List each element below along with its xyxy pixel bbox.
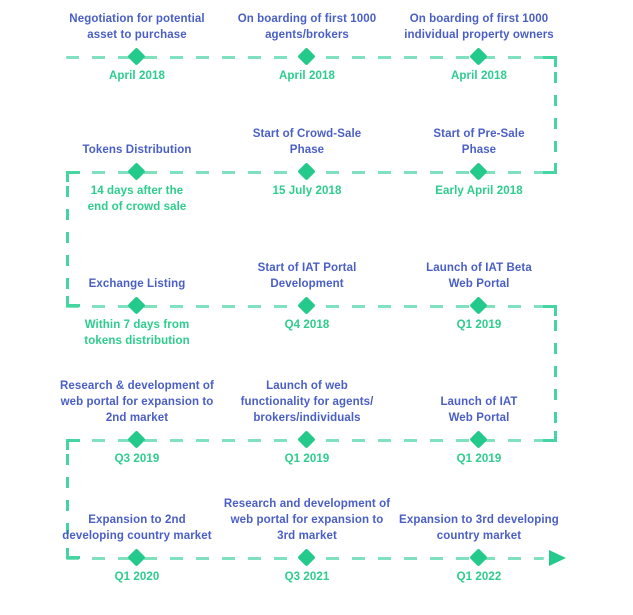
milestone-portal-development: Start of IAT Portal Development Q4 2018 xyxy=(215,249,399,363)
timeline-connector-left-1 xyxy=(66,186,69,291)
milestone-date: April 2018 xyxy=(279,70,335,82)
milestone-diamond-icon xyxy=(127,430,146,449)
milestone-diamond-icon xyxy=(127,162,146,181)
milestone-date: 14 days after the end of crowd sale xyxy=(87,185,187,213)
milestone-onboard-owners: On boarding of first 1000 individual pro… xyxy=(387,0,571,114)
milestone-title: Exchange Listing xyxy=(88,278,186,290)
milestone-title: Research and development of web portal f… xyxy=(223,498,391,542)
milestone-expansion-3rd-country: Expansion to 3rd developing country mark… xyxy=(387,501,571,615)
milestone-rnd-2nd-market: Research & development of web portal for… xyxy=(45,380,229,497)
timeline-corner-left-row4 xyxy=(66,439,80,450)
milestone-date: Q3 2021 xyxy=(284,571,330,583)
milestone-rnd-3rd-market: Research and development of web portal f… xyxy=(215,498,399,615)
milestone-date: 15 July 2018 xyxy=(272,185,342,197)
milestone-date: April 2018 xyxy=(451,70,507,82)
timeline-connector-right-1 xyxy=(554,72,557,158)
milestone-title: Start of IAT Portal Development xyxy=(257,262,357,290)
milestone-title: On boarding of first 1000 individual pro… xyxy=(404,13,554,41)
milestone-title: On boarding of first 1000 agents/brokers xyxy=(237,13,377,41)
milestone-title: Launch of IAT Web Portal xyxy=(440,396,518,424)
milestone-iat-web-portal: Launch of IAT Web Portal Q1 2019 xyxy=(387,383,571,497)
timeline-corner-left-row5 xyxy=(66,548,80,559)
milestone-crowd-sale: Start of Crowd-Sale Phase 15 July 2018 xyxy=(215,115,399,229)
milestone-negotiation-asset: Negotiation for potential asset to purch… xyxy=(45,0,229,114)
milestone-diamond-icon xyxy=(127,47,146,66)
milestone-date: Q3 2019 xyxy=(114,453,160,465)
milestone-date: Q4 2018 xyxy=(284,319,330,331)
milestone-title: Negotiation for potential asset to purch… xyxy=(69,13,205,41)
milestone-diamond-icon xyxy=(297,430,316,449)
milestone-title: Tokens Distribution xyxy=(82,144,192,156)
milestone-onboard-agents: On boarding of first 1000 agents/brokers… xyxy=(215,0,399,114)
milestone-web-functionality: Launch of web functionality for agents/ … xyxy=(215,380,399,497)
milestone-date: Q1 2019 xyxy=(456,453,502,465)
milestone-date: April 2018 xyxy=(109,70,165,82)
timeline-connector-left-2 xyxy=(66,454,69,543)
timeline-corner-left-row2 xyxy=(66,171,80,182)
milestone-diamond-icon xyxy=(297,548,316,567)
milestone-date: Q1 2019 xyxy=(284,453,330,465)
milestone-date: Q1 2020 xyxy=(114,571,160,583)
milestone-diamond-icon xyxy=(469,296,488,315)
timeline-corner-right-row2 xyxy=(543,163,557,174)
timeline-corner-right-row4 xyxy=(543,431,557,442)
timeline-arrow-icon xyxy=(549,550,566,566)
milestone-diamond-icon xyxy=(469,47,488,66)
milestone-diamond-icon xyxy=(469,162,488,181)
milestone-diamond-icon xyxy=(297,296,316,315)
milestone-diamond-icon xyxy=(469,548,488,567)
milestone-title: Launch of web functionality for agents/ … xyxy=(240,380,374,424)
milestone-diamond-icon xyxy=(297,162,316,181)
milestone-diamond-icon xyxy=(469,430,488,449)
milestone-title: Research & development of web portal for… xyxy=(60,380,214,424)
milestone-tokens-distribution: Tokens Distribution 14 days after the en… xyxy=(45,115,229,229)
milestone-title: Start of Pre-Sale Phase xyxy=(433,128,525,156)
milestone-date: Within 7 days from tokens distribution xyxy=(84,319,190,347)
milestone-beta-portal: Launch of IAT Beta Web Portal Q1 2019 xyxy=(387,249,571,363)
milestone-title: Expansion to 3rd developing country mark… xyxy=(399,514,559,542)
timeline-corner-right-row3 xyxy=(543,305,557,316)
timeline-corner-right-row1 xyxy=(543,56,557,67)
milestone-diamond-icon xyxy=(127,548,146,567)
milestone-title: Launch of IAT Beta Web Portal xyxy=(426,262,532,290)
milestone-title: Start of Crowd-Sale Phase xyxy=(252,128,362,156)
milestone-pre-sale: Start of Pre-Sale Phase Early April 2018 xyxy=(387,115,571,229)
milestone-diamond-icon xyxy=(127,296,146,315)
milestone-exchange-listing: Exchange Listing Within 7 days from toke… xyxy=(45,249,229,363)
roadmap-timeline: Negotiation for potential asset to purch… xyxy=(45,0,571,583)
timeline-corner-left-row3 xyxy=(66,296,80,307)
timeline-connector-right-2 xyxy=(554,320,557,426)
milestone-date: Early April 2018 xyxy=(435,185,523,197)
milestone-expansion-2nd-country: Expansion to 2nd developing country mark… xyxy=(45,501,229,615)
milestone-diamond-icon xyxy=(297,47,316,66)
milestone-date: Q1 2019 xyxy=(456,319,502,331)
milestone-title: Expansion to 2nd developing country mark… xyxy=(62,514,212,542)
milestone-date: Q1 2022 xyxy=(456,571,502,583)
